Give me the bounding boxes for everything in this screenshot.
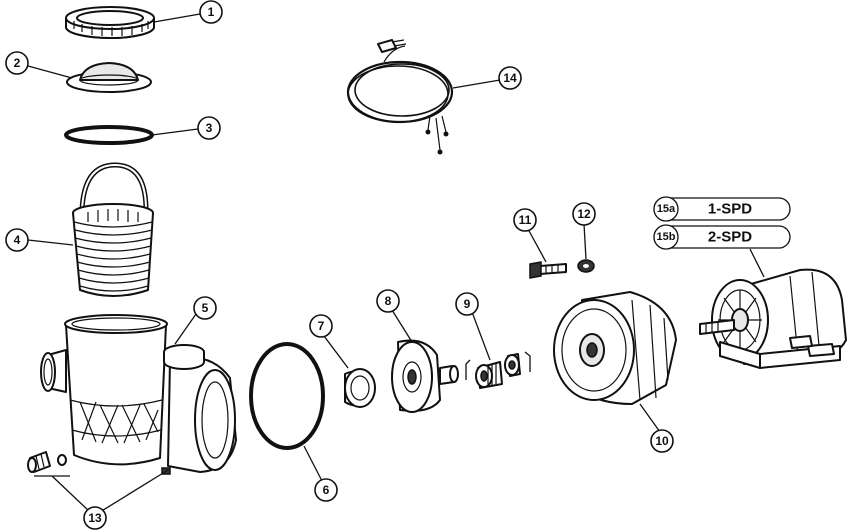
callout-5: 5 xyxy=(193,296,217,320)
callout-14-label: 14 xyxy=(503,71,517,85)
callout-11: 11 xyxy=(513,208,537,232)
motor-option-15b: 15b 2-SPD xyxy=(653,224,791,250)
seal-plate xyxy=(553,291,677,405)
diffuser-ring xyxy=(344,368,376,408)
motor-option-15a-label: 1-SPD xyxy=(708,201,752,218)
shaft-seal xyxy=(465,351,531,389)
callout-12: 12 xyxy=(572,202,596,226)
callout-3: 3 xyxy=(197,116,221,140)
motor-option-15b-label: 2-SPD xyxy=(708,229,752,246)
callout-9: 9 xyxy=(455,292,479,316)
motor-option-15a-code: 15a xyxy=(657,203,676,215)
lid-lock-ring xyxy=(65,6,155,39)
callout-1: 1 xyxy=(199,0,223,24)
callout-9-label: 9 xyxy=(464,297,471,311)
pump-lid xyxy=(66,62,152,93)
motor-option-15b-code: 15b xyxy=(657,231,676,243)
callout-11-label: 11 xyxy=(519,213,532,227)
housing-o-ring xyxy=(249,342,325,450)
callout-8-label: 8 xyxy=(385,294,392,308)
callout-4-label: 4 xyxy=(14,233,21,247)
callout-3-label: 3 xyxy=(206,121,213,135)
callout-4: 4 xyxy=(5,228,29,252)
drain-plug-assembly xyxy=(27,451,70,477)
callout-5-label: 5 xyxy=(202,301,209,315)
callout-13: 13 xyxy=(83,506,107,530)
power-cord xyxy=(346,39,454,155)
screw xyxy=(529,261,567,279)
callout-8: 8 xyxy=(376,289,400,313)
callout-12-label: 12 xyxy=(577,207,591,221)
callout-6: 6 xyxy=(314,478,338,502)
pump-housing xyxy=(40,314,237,475)
nut xyxy=(577,259,595,273)
strainer-basket xyxy=(72,162,154,297)
callout-1-label: 1 xyxy=(208,5,215,19)
lid-o-ring xyxy=(64,125,154,145)
leader-lines xyxy=(27,13,765,513)
callout-10: 10 xyxy=(650,429,674,453)
motor xyxy=(699,268,847,369)
callout-2-label: 2 xyxy=(14,56,21,70)
callout-7-label: 7 xyxy=(318,319,325,333)
callout-2: 2 xyxy=(5,51,29,75)
callout-14: 14 xyxy=(498,66,522,90)
impeller xyxy=(391,339,459,413)
callout-6-label: 6 xyxy=(323,483,330,497)
callout-10-label: 10 xyxy=(655,434,669,448)
motor-option-15a: 15a 1-SPD xyxy=(653,196,791,222)
callout-7: 7 xyxy=(309,314,333,338)
callout-13-label: 13 xyxy=(88,511,102,525)
